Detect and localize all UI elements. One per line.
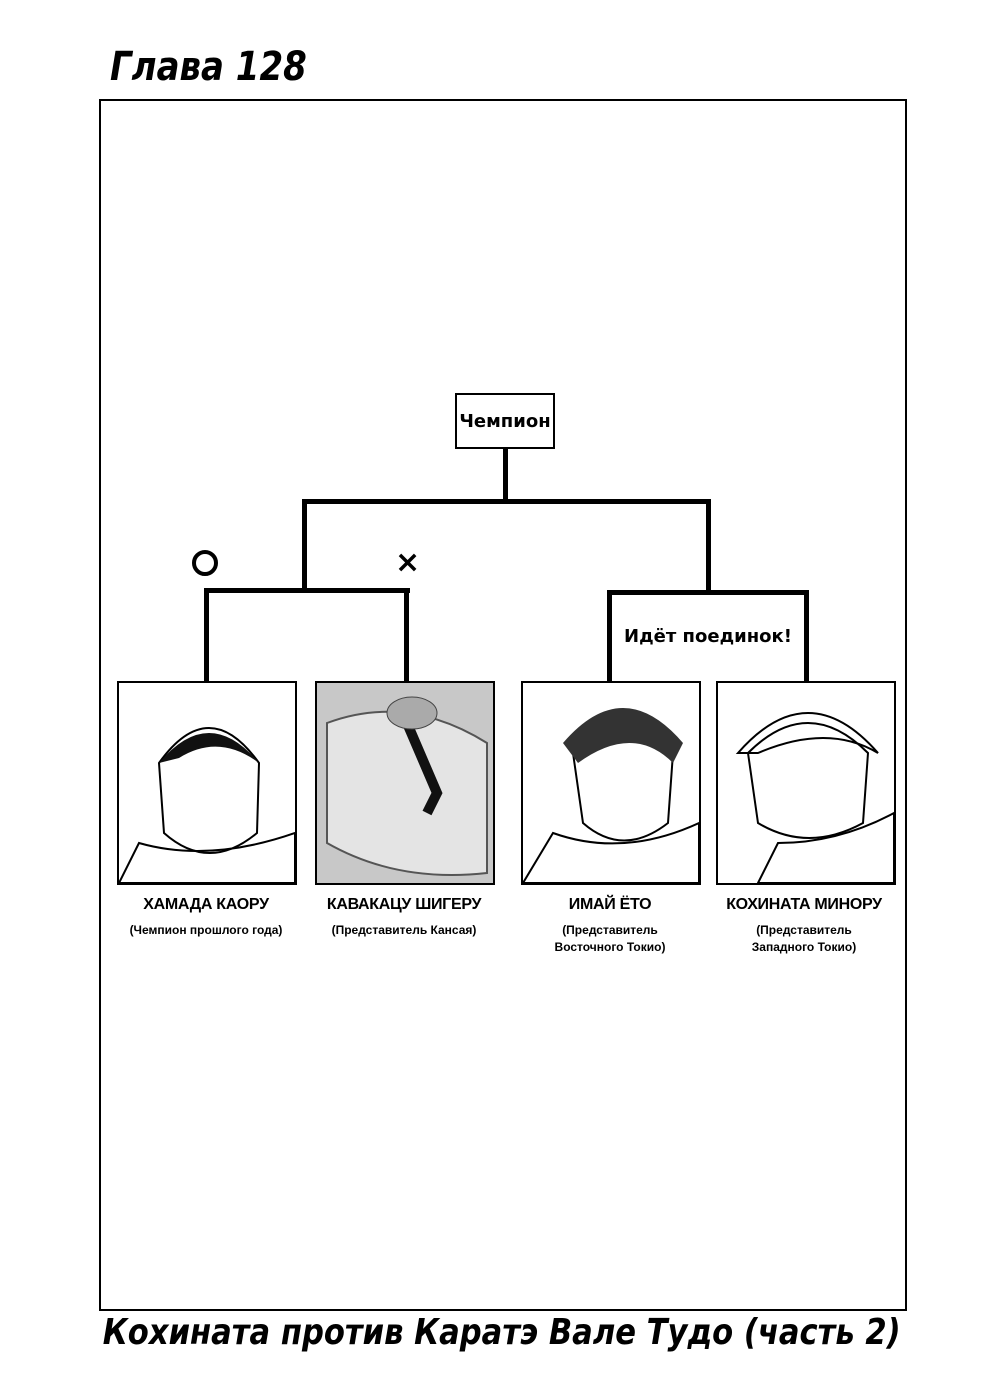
chapter-subtitle: Кохината против Каратэ Вале Тудо (часть …: [103, 1312, 901, 1353]
fallen-fighter-illustration-icon: [326, 696, 488, 876]
fighter-name: ИМАЙ ЁТО: [568, 896, 652, 913]
fighter-name: КОХИНАТА МИНОРУ: [726, 896, 882, 913]
bracket-line: [204, 588, 209, 682]
fighter-name: ХАМАДА КАОРУ: [143, 896, 269, 913]
bracket-line: [607, 590, 612, 682]
face-illustration-icon: [735, 712, 894, 883]
fighter-description: (Представитель Кансая): [331, 923, 477, 937]
fighter-portrait: [716, 681, 896, 885]
face-illustration-icon: [523, 708, 699, 883]
fighter-description: (Чемпион прошлого года): [129, 923, 283, 937]
bracket-line: [804, 590, 809, 682]
fighter-portrait: [117, 681, 297, 885]
bracket-line: [607, 590, 809, 595]
bracket-line: [404, 588, 409, 682]
champion-box: Чемпион: [455, 393, 555, 449]
bracket-line: [204, 588, 410, 593]
bracket-line: [302, 499, 307, 590]
fighter-portrait: [521, 681, 701, 885]
page-frame: [99, 99, 907, 1311]
fighter-portrait: [315, 681, 495, 885]
bracket-line: [503, 447, 508, 502]
face-illustration-icon: [119, 727, 295, 883]
match-status: Идёт поединок!: [624, 626, 792, 647]
chapter-title: Глава 128: [110, 44, 307, 90]
bracket-line: [706, 499, 711, 592]
fighter-name: КАВАКАЦУ ШИГЕРУ: [326, 896, 482, 913]
winner-circle-icon: [192, 550, 218, 576]
loser-cross-icon: ×: [395, 545, 421, 580]
bracket-line: [302, 499, 711, 504]
